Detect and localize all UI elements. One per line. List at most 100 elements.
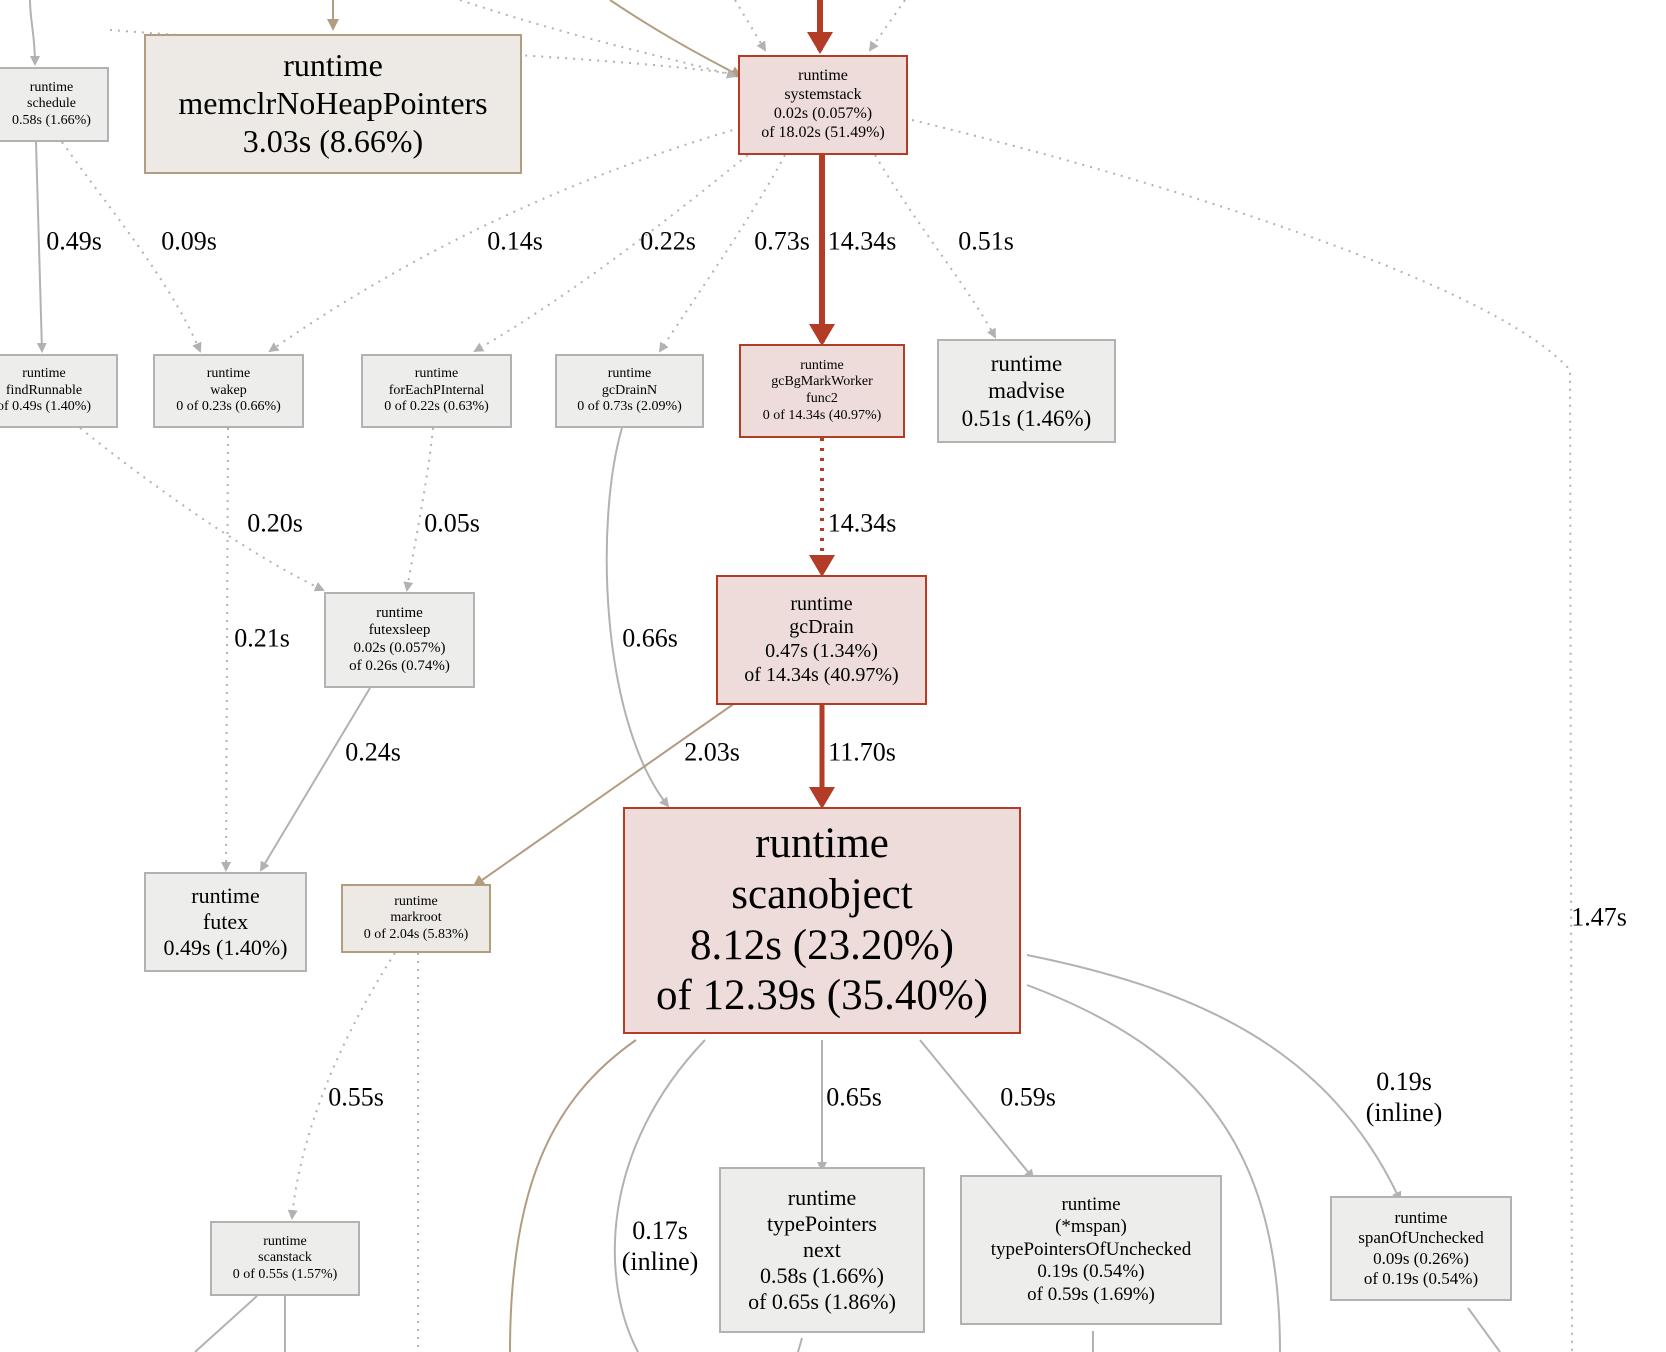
node-cum-time: 0 of 2.04s (5.83%) [363,926,469,942]
edge-label-time: 0.17s [632,1215,688,1245]
node-markroot[interactable]: runtime markroot 0 of 2.04s (5.83%) [341,884,491,953]
edge-label: 14.34s [827,508,897,538]
edge-top-dotted-right [868,0,906,52]
edge-systemstack-down [911,119,1573,1352]
edge-top-dotted-mid [734,0,767,52]
edge-label: 0.24s [345,737,401,767]
edge-label: 2.03s [684,737,740,767]
node-receiver: (*mspan) [1055,1216,1127,1238]
edge-systemstack-madvise [874,154,996,339]
node-gcBgMarkWorker-func2[interactable]: runtime gcBgMarkWorker func2 0 of 14.34s… [739,344,905,438]
node-cum-time: of 18.02s (51.49%) [761,123,885,141]
node-function-suffix: next [803,1237,841,1263]
node-madvise[interactable]: runtime madvise 0.51s (1.46%) [937,339,1116,443]
node-function: gcDrainN [601,382,658,398]
node-function: futex [202,909,249,935]
node-cum-time: of 0.59s (1.69%) [1027,1283,1155,1305]
node-function: findRunnable [5,382,83,398]
edge-spanOfUnchecked-down [1467,1307,1501,1352]
node-cum-time: 0 of 0.73s (2.09%) [577,399,682,415]
edge-label: 0.51s [958,226,1014,256]
node-cum-time: 0 of 0.22s (0.63%) [384,399,489,415]
node-cum-time: of 0.65s (1.86%) [748,1288,896,1314]
node-spanOfUnchecked[interactable]: runtime spanOfUnchecked 0.09s (0.26%) of… [1330,1196,1512,1301]
node-scanstack[interactable]: runtime scanstack 0 of 0.55s (1.57%) [210,1221,360,1296]
node-function-suffix: func2 [806,391,838,406]
edge-label: 0.17s (inline) [622,1215,699,1277]
node-futexsleep[interactable]: runtime futexsleep 0.02s (0.057%) of 0.2… [324,592,475,688]
node-schedule[interactable]: runtime schedule 0.58s (1.66%) [0,67,109,142]
node-typePointers-next[interactable]: runtime typePointers next 0.58s (1.66%) … [719,1167,925,1333]
edge-gcDrainN-scanobject [605,427,670,808]
edge-systemstack-forEachP [473,144,761,353]
edge-wakep-futex [221,427,232,872]
edge-futexsleep-futex [259,687,371,872]
edge-label-inline: (inline) [621,1247,699,1276]
node-flat-time: 8.12s (23.20%) [690,921,954,969]
edge-scanstack-down-left [194,1295,258,1352]
node-typePointersOfUnchecked[interactable]: runtime (*mspan) typePointersOfUnchecked… [960,1175,1222,1325]
edge-label: 0.19s (inline) [1366,1066,1443,1128]
node-function: gcDrain [789,616,854,639]
node-cum-time: of 0.19s (0.54%) [1363,1268,1479,1288]
edge-label: 0.73s [754,226,810,256]
node-function: typePointers [767,1211,877,1237]
node-cum-time: 0 of 0.23s (0.66%) [176,399,281,415]
node-cum-time: of 12.39s (35.40%) [655,972,988,1020]
edge-scanobject-spanOfUnchecked [1026,954,1402,1202]
node-flat-time: 0.58s (1.66%) [12,112,91,128]
node-findRunnable[interactable]: runtime findRunnable of 0.49s (1.40%) [0,354,118,428]
edge-label: 0.65s [826,1082,882,1112]
node-package: runtime [263,1233,307,1249]
edge-top-to-schedule [29,0,40,66]
node-function: scanstack [258,1250,312,1266]
edge-label: 0.22s [640,226,696,256]
node-cum-time: of 0.49s (1.40%) [0,399,92,415]
edge-label: 0.21s [234,623,290,653]
node-package: runtime [376,604,423,621]
node-function: forEachPInternal [388,382,485,398]
node-flat-time: 0.09s (0.26%) [1373,1248,1469,1268]
edge-scanobject-typePointersOfUnchecked [919,1039,1035,1180]
node-flat-time: 0.02s (0.057%) [773,105,873,122]
edge-label: 11.70s [828,737,896,767]
node-function: madvise [988,378,1065,404]
edge-label: 0.14s [487,226,543,256]
edge-label: 0.20s [247,508,303,538]
edge-schedule-wakep [61,141,202,353]
node-package: runtime [800,357,844,373]
node-gcDrainN[interactable]: runtime gcDrainN 0 of 0.73s (2.09%) [555,354,704,428]
node-wakep[interactable]: runtime wakep 0 of 0.23s (0.66%) [153,354,304,428]
node-flat-time: 0.02s (0.057%) [353,640,446,656]
edge-scanobject-tan-down [509,1039,637,1352]
node-function: typePointersOfUnchecked [990,1238,1192,1260]
node-cum-time: of 0.26s (0.74%) [349,657,450,674]
edge-label: 0.05s [424,508,480,538]
node-forEachPInternal[interactable]: runtime forEachPInternal 0 of 0.22s (0.6… [361,354,512,428]
node-package: runtime [990,351,1063,377]
node-futex[interactable]: runtime futex 0.49s (1.40%) [144,872,307,972]
node-gcDrain[interactable]: runtime gcDrain 0.47s (1.34%) of 14.34s … [716,575,927,705]
edge-top-dotted-left [459,0,737,79]
node-flat-time: 0.47s (1.34%) [765,640,878,662]
node-function: futexsleep [368,622,431,639]
node-function: systemstack [784,86,862,104]
node-flat-time: 0.49s (1.40%) [163,934,288,960]
edge-label: 0.49s [46,226,102,256]
edge-label-time: 0.19s [1376,1066,1432,1096]
node-package: runtime [787,1185,857,1211]
node-flat-time: 0.58s (1.66%) [759,1262,885,1288]
node-function: scanobject [731,870,913,918]
edge-top-tan-to-systemstack [609,0,743,78]
node-systemstack[interactable]: runtime systemstack 0.02s (0.057%) of 18… [738,55,908,155]
node-cum-time: of 14.34s (40.97%) [744,663,899,686]
node-scanobject[interactable]: runtime scanobject 8.12s (23.20%) of 12.… [623,807,1021,1034]
edge-typePointersNext-down [797,1337,803,1352]
node-package: runtime [191,883,260,909]
node-package: runtime [22,366,66,382]
edge-label: 0.09s [161,226,217,256]
node-memclrNoHeapPointers[interactable]: runtime memclrNoHeapPointers 3.03s (8.66… [144,34,522,174]
node-function: spanOfUnchecked [1358,1228,1484,1248]
node-package: runtime [206,366,251,382]
